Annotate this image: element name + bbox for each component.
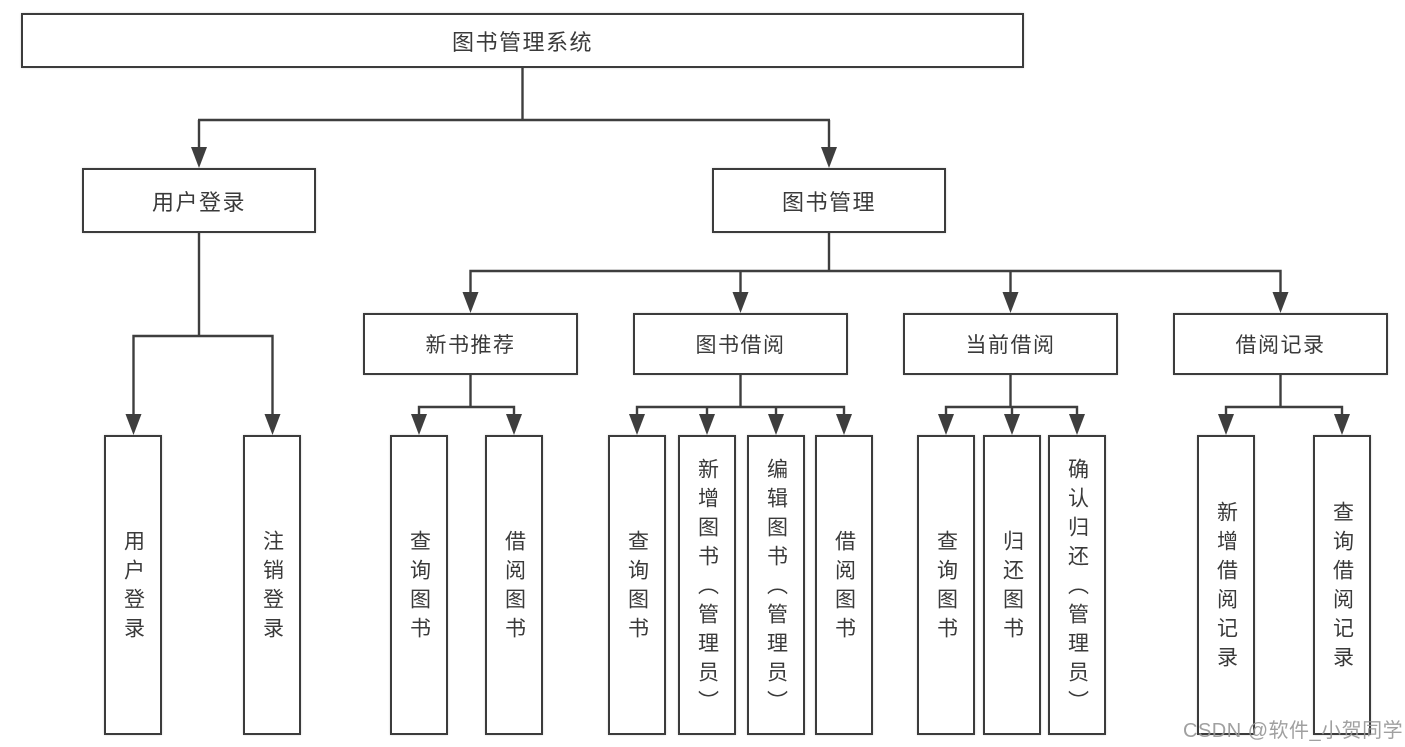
- leaf-query-books-recommend: 查询图书: [390, 435, 448, 735]
- node-user-login: 用户登录: [82, 168, 316, 233]
- leaf-confirm-return-admin: 确认归还（管理员）: [1048, 435, 1106, 735]
- leaf-add-borrow-record: 新增借阅记录: [1197, 435, 1255, 735]
- leaf-logout: 注销登录: [243, 435, 301, 735]
- node-book-management: 图书管理: [712, 168, 946, 233]
- leaf-edit-book-admin: 编辑图书（管理员）: [747, 435, 805, 735]
- node-current-borrowing: 当前借阅: [903, 313, 1118, 375]
- leaf-borrow-books-recommend: 借阅图书: [485, 435, 543, 735]
- leaf-query-books-borrow: 查询图书: [608, 435, 666, 735]
- csdn-watermark: CSDN @软件_小贺同学: [1183, 720, 1404, 742]
- leaf-borrow-books: 借阅图书: [815, 435, 873, 735]
- leaf-user-login: 用户登录: [104, 435, 162, 735]
- node-new-book-recommendation: 新书推荐: [363, 313, 578, 375]
- node-book-borrowing: 图书借阅: [633, 313, 848, 375]
- node-borrowing-records: 借阅记录: [1173, 313, 1388, 375]
- leaf-query-books-current: 查询图书: [917, 435, 975, 735]
- node-library-management-system: 图书管理系统: [21, 13, 1024, 68]
- leaf-return-books: 归还图书: [983, 435, 1041, 735]
- leaf-query-borrow-record: 查询借阅记录: [1313, 435, 1371, 735]
- leaf-add-book-admin: 新增图书（管理员）: [678, 435, 736, 735]
